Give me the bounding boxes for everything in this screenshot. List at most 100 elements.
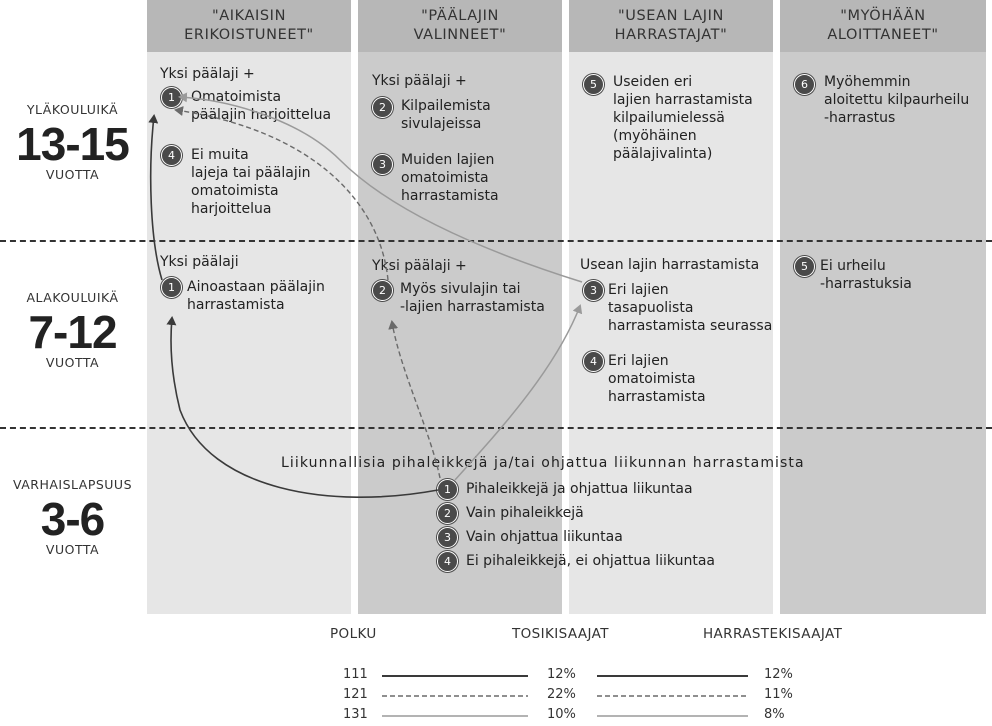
number-badge: 2 — [372, 280, 393, 301]
age-label-teen: YLÄKOULUIKÄ 13-15 VUOTTA — [0, 102, 145, 182]
column-header: "MYÖHÄÄN ALOITTANEET" — [780, 0, 986, 52]
teen-c1-item4-line4: harjoittelua — [191, 201, 272, 217]
legend-header-path: POLKU — [330, 626, 377, 642]
column-body — [147, 52, 351, 614]
column-header: "USEAN LAJIN HARRASTAJAT" — [569, 0, 773, 52]
early-item-label: Vain pihaleikkejä — [466, 505, 584, 521]
teen-c3-line3: kilpailumielessä — [613, 110, 725, 126]
legend-code: 121 — [343, 687, 368, 702]
child-c3-item3-line2: tasapuolista — [608, 300, 694, 316]
path-111-arrow-child-to-teen — [148, 114, 163, 281]
age-range: 13-15 — [16, 118, 130, 170]
column-header: "PÄÄLAJIN VALINNEET" — [358, 0, 562, 52]
number-badge: 4 — [583, 351, 604, 372]
column-early-specialized: "AIKAISIN ERIKOISTUNEET" — [147, 0, 351, 614]
early-item-label: Pihaleikkejä ja ohjattua liikuntaa — [466, 481, 693, 497]
column-title-line2: VALINNEET" — [413, 27, 507, 43]
teen-c3-line2: lajien harrastamista — [613, 92, 753, 108]
column-title-line1: "MYÖHÄÄN — [840, 8, 926, 24]
child-c3-item3-line3: harrastamista seurassa — [608, 318, 773, 334]
age-unit: VUOTTA — [45, 355, 100, 370]
column-main-sport-chosen: "PÄÄLAJIN VALINNEET" — [358, 0, 562, 614]
child-c2-heading: Yksi päälaji + — [372, 258, 467, 274]
teen-c2-item2-line2: sivulajeissa — [401, 116, 482, 132]
child-c3-item4-line1: Eri lajien — [608, 353, 669, 369]
column-header: "AIKAISIN ERIKOISTUNEET" — [147, 0, 351, 52]
legend-header-recreational: HARRASTEKISAAJAT — [703, 626, 843, 642]
teen-c3-line4: (myöhäinen — [613, 128, 697, 144]
column-title-line1: "USEAN LAJIN — [618, 8, 724, 24]
legend-value-recreational: 11% — [764, 687, 793, 702]
number-badge: 1 — [161, 277, 182, 298]
child-c3-item4-line3: harrastamista — [608, 389, 706, 405]
child-c3-heading: Usean lajin harrastamista — [580, 257, 760, 273]
teen-c2-heading: Yksi päälaji + — [372, 73, 467, 89]
number-badge: 4 — [161, 145, 182, 166]
legend-value-recreational: 12% — [764, 667, 793, 682]
child-c3-item4-line2: omatoimista — [608, 371, 696, 387]
number-badge: 3 — [372, 154, 393, 175]
child-c1-line1: Ainoastaan päälajin — [187, 279, 325, 295]
early-item-label: Vain ohjattua liikuntaa — [466, 529, 623, 545]
legend-value-competitive: 10% — [547, 707, 576, 722]
legend-header-competitive: TOSIKISAAJAT — [512, 626, 609, 642]
age-label-child: ALAKOULUIKÄ 7-12 VUOTTA — [0, 290, 145, 370]
teen-c4-line2: aloitettu kilpaurheilu — [824, 92, 970, 108]
teen-c1-item4-line1: Ei muita — [191, 147, 249, 163]
age-unit: VUOTTA — [45, 167, 100, 182]
column-late-starters: "MYÖHÄÄN ALOITTANEET" — [780, 0, 986, 614]
child-c4-line1: Ei urheilu — [820, 258, 886, 274]
column-title-line2: ERIKOISTUNEET" — [184, 27, 314, 43]
teen-c1-item4-line3: omatoimista — [191, 183, 279, 199]
teen-c2-item2-line1: Kilpailemista — [401, 98, 491, 114]
age-label: VARHAISLAPSUUS — [12, 477, 133, 492]
child-c1-heading: Yksi päälaji — [160, 254, 239, 270]
teen-c3-line5: päälajivalinta) — [613, 146, 713, 162]
child-c3-item3-line1: Eri lajien — [608, 282, 669, 298]
teen-c3-line1: Useiden eri — [613, 74, 693, 90]
legend-code: 131 — [343, 707, 368, 722]
number-badge: 5 — [794, 256, 815, 277]
column-body — [358, 52, 562, 614]
age-unit: VUOTTA — [45, 542, 100, 557]
age-label: YLÄKOULUIKÄ — [26, 102, 119, 117]
path-131-arrow-early-to-child — [454, 304, 583, 481]
path-111-arrow-early-to-child — [166, 316, 439, 498]
column-title-line2: HARRASTAJAT" — [614, 27, 728, 43]
legend-code: 111 — [343, 667, 368, 682]
teen-c2-item3-line1: Muiden lajien — [401, 152, 495, 168]
child-c2-line1: Myös sivulajin tai — [400, 281, 521, 297]
column-title-line1: "AIKAISIN — [211, 8, 287, 24]
teen-c1-item4-line2: lajeja tai päälajin — [191, 165, 311, 181]
child-c1-line2: harrastamista — [187, 297, 285, 313]
early-item-label: Ei pihaleikkejä, ei ohjattua liikuntaa — [466, 553, 715, 569]
teen-c1-item1-line2: päälajin harjoittelua — [191, 107, 332, 123]
column-multi-sport: "USEAN LAJIN HARRASTAJAT" — [569, 0, 773, 614]
row-divider — [0, 240, 992, 242]
column-title-line2: ALOITTANEET" — [827, 27, 939, 43]
legend-value-competitive: 12% — [547, 667, 576, 682]
teen-c2-item3-line3: harrastamista — [401, 188, 499, 204]
age-label-early: VARHAISLAPSUUS 3-6 VUOTTA — [0, 477, 145, 557]
number-badge: 3 — [437, 527, 458, 548]
age-range: 3-6 — [40, 493, 105, 545]
teen-c4-line1: Myöhemmin — [824, 74, 911, 90]
legend-value-recreational: 8% — [764, 707, 785, 722]
child-c4-line2: -harrastuksia — [820, 276, 912, 292]
teen-c1-heading: Yksi päälaji + — [160, 66, 255, 82]
column-body — [780, 52, 986, 614]
number-badge: 3 — [583, 280, 604, 301]
number-badge: 6 — [794, 74, 815, 95]
age-label: ALAKOULUIKÄ — [26, 290, 119, 305]
path-121-arrow-child-to-teen — [174, 106, 389, 281]
number-badge: 5 — [583, 74, 604, 95]
teen-c4-line3: -harrastus — [824, 110, 896, 126]
early-heading: Liikunnallisia pihaleikkejä ja/tai ohjat… — [281, 455, 805, 471]
child-c2-line2: -lajien harrastamista — [400, 299, 545, 315]
path-131-arrow-child-to-teen — [178, 92, 583, 283]
legend-value-competitive: 22% — [547, 687, 576, 702]
teen-c2-item3-line2: omatoimista — [401, 170, 489, 186]
row-divider — [0, 427, 992, 429]
column-title-line1: "PÄÄLAJIN — [421, 8, 499, 24]
